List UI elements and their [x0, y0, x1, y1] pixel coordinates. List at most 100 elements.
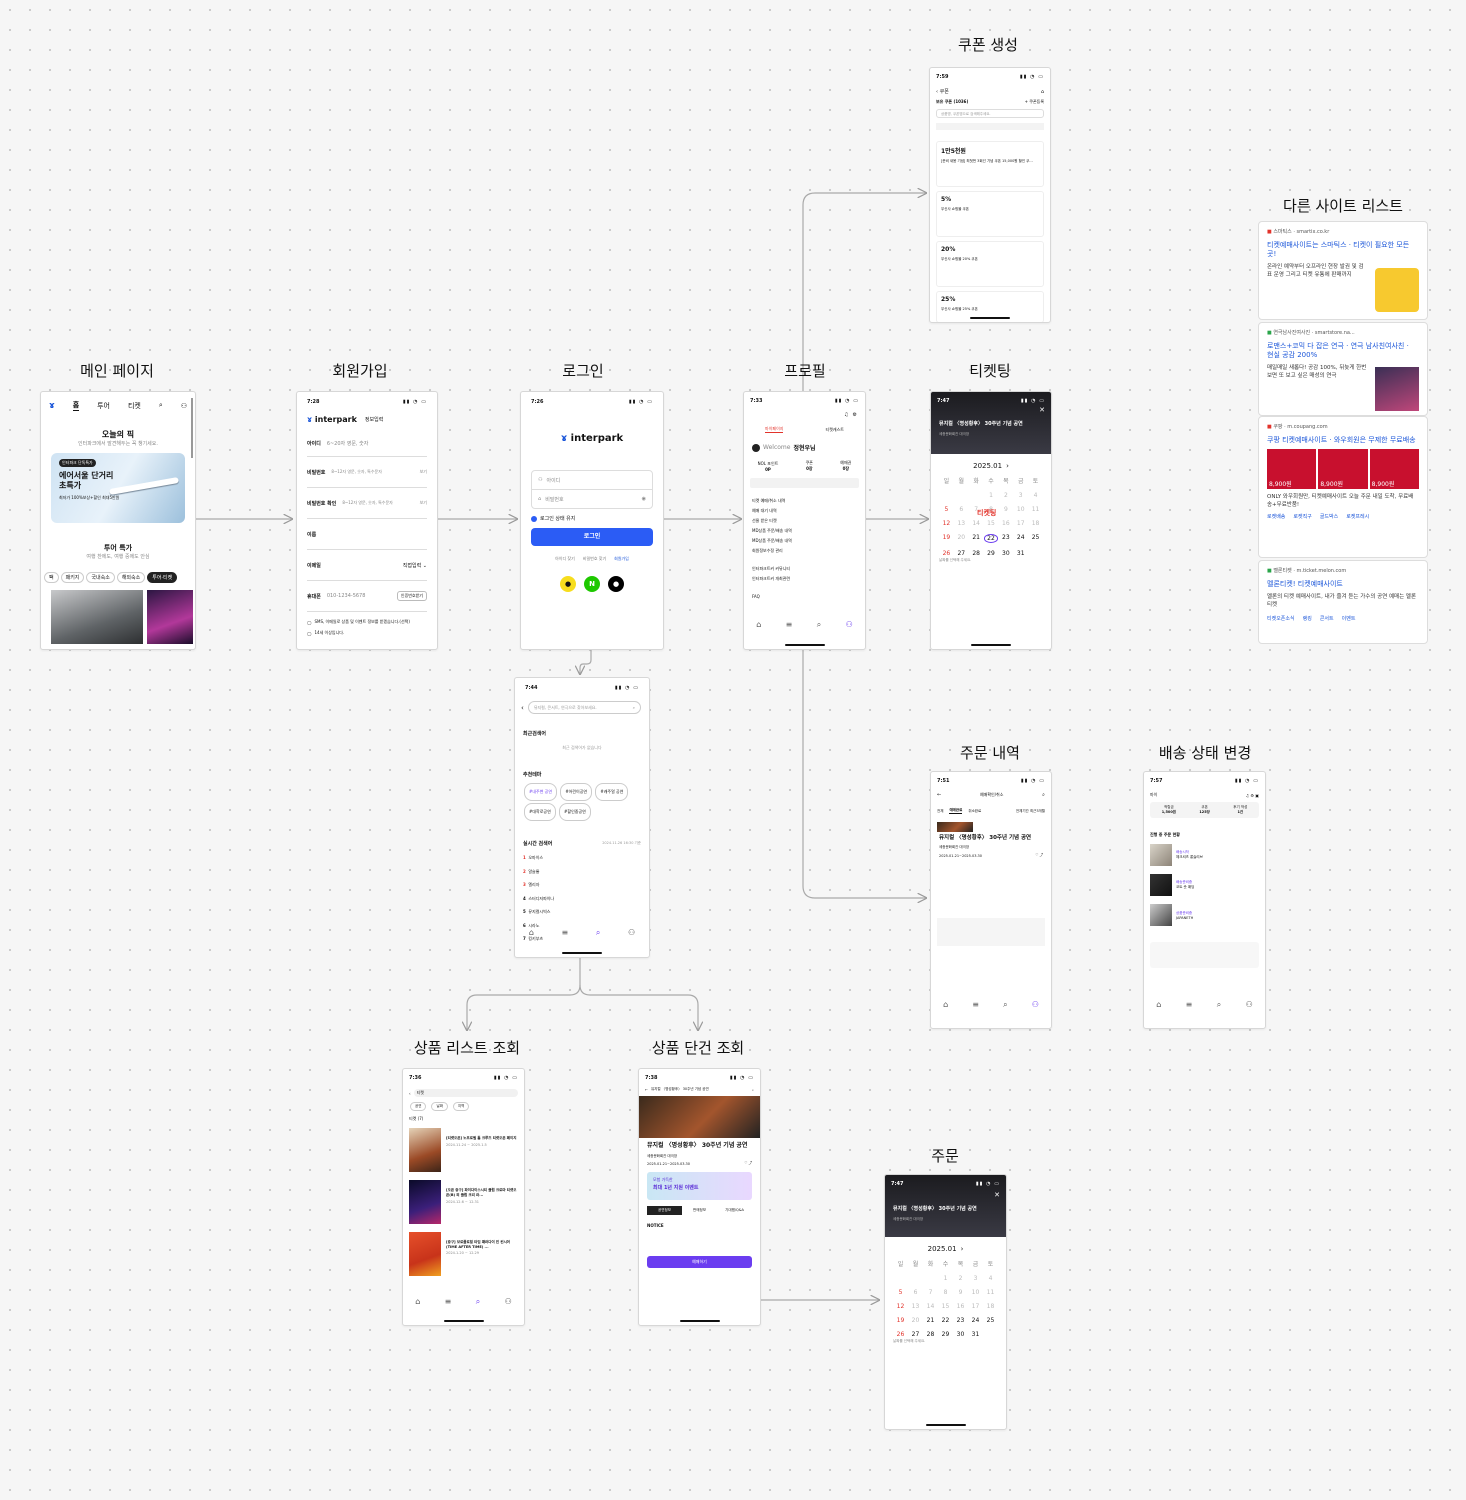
- filter-chip[interactable]: 공연: [410, 1102, 427, 1111]
- tag-chip[interactable]: #할인중공연: [559, 803, 591, 821]
- my-tab[interactable]: ⚇: [1246, 1000, 1253, 1009]
- thumb-image[interactable]: [51, 590, 143, 644]
- kakao-login-icon[interactable]: ●: [560, 576, 576, 592]
- search-tab[interactable]: ⌕: [1217, 1000, 1221, 1009]
- filter-all[interactable]: 전체: [937, 808, 944, 813]
- rank-item[interactable]: 5 뮤지컬시빅스: [523, 909, 551, 914]
- id-input[interactable]: 6~20자 영문, 숫자: [326, 440, 369, 447]
- check-icon[interactable]: ◯: [307, 619, 312, 625]
- search-tab[interactable]: ⌕: [817, 620, 821, 629]
- home-icon[interactable]: ⌂: [1040, 88, 1044, 95]
- chip-0[interactable]: 팩: [44, 572, 59, 583]
- site-link[interactable]: 이벤트: [1341, 616, 1356, 622]
- site-thumb[interactable]: [1375, 268, 1419, 312]
- gear-icon[interactable]: ⚙: [852, 412, 857, 418]
- user-icon[interactable]: ⚇: [180, 401, 187, 410]
- category-tab[interactable]: ≡: [562, 928, 569, 937]
- site-link[interactable]: 랭킹: [1302, 616, 1312, 622]
- close-icon[interactable]: ✕: [994, 1191, 1000, 1199]
- calendar-day[interactable]: 25: [1031, 534, 1040, 541]
- site-card-smartix[interactable]: ■ 스마틱스 · smartix.co.kr 티켓예매사이트는 스마틱스 · 티…: [1258, 221, 1428, 320]
- menu-item[interactable]: 선물 받은 티켓: [752, 518, 777, 523]
- search-icon[interactable]: ⌕: [1042, 792, 1045, 798]
- menu-item[interactable]: 티켓 예매/취소 내역: [752, 498, 786, 503]
- category-tab[interactable]: ≡: [972, 1000, 979, 1009]
- my-tab[interactable]: ⚇: [628, 928, 635, 937]
- search-icon[interactable]: ⌕: [158, 401, 163, 409]
- poster-image[interactable]: [639, 1096, 760, 1138]
- bell-icon[interactable]: ♫: [844, 412, 849, 418]
- naver-login-icon[interactable]: N: [584, 576, 600, 592]
- rank-item[interactable]: 1 오마이스: [523, 855, 544, 860]
- calendar-day[interactable]: 30: [956, 1331, 965, 1338]
- coupon-card[interactable]: 1만5천원[준비 새봄 기념] 최첫번 3회선 기념 쿠폰 15,000원 할인…: [936, 141, 1044, 187]
- rank-item[interactable]: 2 알슬롱: [523, 868, 540, 874]
- period-select[interactable]: 전체기간 최근3개월: [1015, 808, 1045, 813]
- login-button[interactable]: 로그인: [531, 528, 653, 546]
- menu-item[interactable]: MD상품 주문/배송 내역: [752, 528, 792, 533]
- promo-banner[interactable]: 인터파크 단독특가 에어서울 단거리 초특가 최저가 100%보상+할인 최대5…: [51, 453, 185, 523]
- site-thumb[interactable]: [1375, 367, 1419, 411]
- password-confirm-input[interactable]: 8~12자 영문, 숫자, 특수문자: [342, 500, 393, 505]
- calendar-day[interactable]: 21: [972, 534, 980, 541]
- back-icon[interactable]: ‹: [409, 1090, 411, 1096]
- site-link[interactable]: 로켓직구: [1293, 514, 1312, 520]
- coupon-card[interactable]: 20%무신사 쇼핑몰 20% 쿠폰: [936, 241, 1044, 287]
- menu-item[interactable]: 인터파크트커 커뮤니티: [752, 566, 791, 571]
- calendar-day[interactable]: 28: [972, 550, 980, 557]
- filter-complete[interactable]: 예매완료: [949, 808, 963, 814]
- check-icon[interactable]: ◯: [307, 630, 312, 636]
- calendar-day[interactable]: 29: [987, 550, 995, 557]
- coupon-card[interactable]: 25%무신사 쇼핑몰 25% 쿠폰: [936, 291, 1044, 322]
- calendar-day[interactable]: 22: [983, 534, 999, 543]
- thumb-image[interactable]: [147, 590, 193, 644]
- calendar-day[interactable]: 30: [1002, 550, 1010, 557]
- nol-banner[interactable]: [750, 478, 859, 488]
- id-input[interactable]: 아이디: [546, 477, 561, 484]
- home-tab[interactable]: ⌂: [415, 1297, 420, 1306]
- menu-item[interactable]: MD상품 주문/배송 내역: [752, 538, 792, 543]
- find-password-link[interactable]: 비밀번호 찾기: [582, 556, 607, 561]
- product-item[interactable]: [오픈 중구] 파이다이스시티 클럽 크로마 티켓오픈(B) 외 클럽 크리 라…: [409, 1180, 518, 1224]
- calendar-day[interactable]: 31: [971, 1331, 980, 1338]
- back-icon[interactable]: ←: [937, 792, 942, 798]
- gift-card-thumb[interactable]: 8,900원: [1369, 449, 1419, 489]
- calendar-day[interactable]: 25: [986, 1317, 995, 1324]
- email-domain-select[interactable]: 직접입력 ⌄: [402, 562, 427, 569]
- reserve-button[interactable]: 예매하기: [647, 1256, 752, 1268]
- tab-qna[interactable]: 기대평/Q&A: [725, 1208, 744, 1212]
- site-title[interactable]: 쿠팡 티켓예매사이트 · 와우회원은 무제한 무료배송: [1267, 436, 1416, 444]
- search-icon[interactable]: ⌕: [752, 1087, 754, 1092]
- password-input[interactable]: 8~12자 영문, 숫자, 특수문자: [331, 469, 382, 474]
- like-share-icon[interactable]: ♡ ⤴: [744, 1161, 752, 1165]
- filter-chip[interactable]: 날짜: [431, 1102, 448, 1111]
- search-icon[interactable]: ⌕: [632, 705, 635, 710]
- chip-4[interactable]: 투어·티켓: [147, 572, 178, 583]
- tag-chip[interactable]: #어린이공연: [560, 783, 593, 801]
- menu-item[interactable]: 인터파크트커 개최관련: [752, 576, 791, 581]
- chip-1[interactable]: 패키지: [60, 572, 85, 583]
- coupon-filter-chips[interactable]: [936, 123, 1044, 130]
- recommend-card[interactable]: [1150, 942, 1259, 968]
- calendar-day[interactable]: 21: [926, 1317, 935, 1324]
- password-input[interactable]: 비밀번호: [545, 496, 564, 503]
- keep-login-checkbox[interactable]: [531, 515, 537, 522]
- home-tab[interactable]: ⌂: [756, 620, 761, 629]
- calendar-day[interactable]: 26: [942, 550, 951, 557]
- search-tab[interactable]: ⌕: [596, 928, 600, 937]
- category-tab[interactable]: ≡: [445, 1297, 452, 1306]
- chevron-right-icon[interactable]: ›: [1006, 462, 1009, 470]
- tag-chip[interactable]: #내주변 공연: [524, 783, 558, 801]
- tab-ticket[interactable]: 티켓: [127, 401, 141, 410]
- category-tab[interactable]: ≡: [1186, 1000, 1193, 1009]
- calendar-day[interactable]: 29: [941, 1331, 950, 1338]
- poster-thumb[interactable]: [937, 822, 973, 832]
- apple-login-icon[interactable]: ●: [608, 576, 624, 592]
